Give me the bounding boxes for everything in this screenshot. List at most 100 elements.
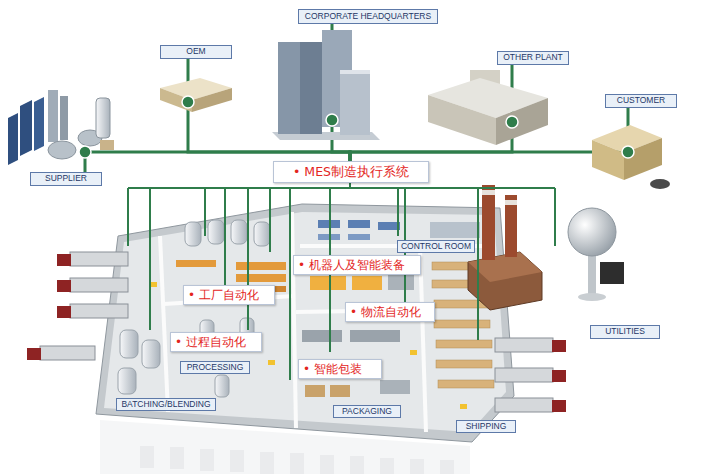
utility-tank bbox=[588, 254, 596, 296]
area-label: SUPPLIER bbox=[30, 172, 102, 186]
robot-cell bbox=[310, 276, 346, 290]
control-desk bbox=[430, 222, 480, 238]
area-label: OTHER PLANT bbox=[497, 51, 569, 65]
area-label: CONTROL ROOM bbox=[397, 240, 475, 253]
utility-tank bbox=[568, 208, 624, 301]
truck bbox=[495, 398, 553, 412]
network-node bbox=[622, 146, 634, 158]
supplier-refinery bbox=[34, 97, 44, 151]
customer-building bbox=[592, 125, 670, 189]
storage-rack bbox=[436, 360, 492, 368]
forklift bbox=[410, 350, 417, 355]
network-wire bbox=[269, 188, 271, 252]
area-label: PACKAGING bbox=[333, 405, 401, 418]
floor-reflection bbox=[320, 455, 334, 474]
headquarters-tower bbox=[340, 70, 370, 135]
factory-building bbox=[96, 204, 514, 442]
process-tank bbox=[254, 222, 270, 246]
truck bbox=[495, 338, 553, 352]
forklift bbox=[150, 282, 157, 287]
other-plant-building bbox=[428, 70, 548, 145]
customer-building bbox=[592, 140, 624, 180]
floor-reflection bbox=[440, 460, 454, 474]
feature-callout: • MES制造执行系统 bbox=[273, 161, 429, 183]
network-node bbox=[79, 146, 91, 158]
utility-tank bbox=[600, 262, 624, 284]
truck bbox=[70, 304, 128, 318]
robot-cell bbox=[176, 260, 216, 267]
truck bbox=[70, 252, 128, 266]
network-wire bbox=[127, 188, 129, 246]
area-label: SHIPPING bbox=[456, 420, 516, 433]
utility-tank bbox=[578, 293, 606, 301]
network-wire bbox=[128, 187, 555, 189]
control-desk bbox=[378, 222, 400, 230]
process-tank bbox=[118, 368, 136, 394]
floor-reflection bbox=[290, 453, 304, 474]
packaging-line bbox=[380, 380, 410, 394]
robot-cell bbox=[352, 276, 382, 290]
headquarters-tower bbox=[278, 42, 322, 134]
label-text: UTILITIES bbox=[605, 327, 645, 336]
storage-rack bbox=[434, 320, 490, 328]
area-label: CORPORATE HEADQUARTERS bbox=[298, 9, 438, 24]
network-wire bbox=[149, 188, 151, 330]
feature-callout: • 过程自动化 bbox=[170, 332, 262, 352]
label-text: • MES制造执行系统 bbox=[293, 164, 409, 180]
area-label: OEM bbox=[160, 45, 232, 59]
headquarters-tower bbox=[272, 30, 380, 140]
truck bbox=[552, 370, 566, 382]
supplier-refinery bbox=[48, 141, 76, 159]
power-plant bbox=[468, 185, 542, 310]
network-wire bbox=[289, 188, 291, 380]
packaging-line bbox=[305, 385, 325, 397]
label-text: • 物流自动化 bbox=[350, 305, 421, 320]
factory-building bbox=[104, 212, 506, 432]
floor-reflection bbox=[260, 452, 274, 474]
process-tank bbox=[215, 375, 229, 397]
floor-reflection bbox=[230, 450, 244, 472]
network-wire bbox=[247, 188, 249, 330]
interior-wall bbox=[160, 236, 168, 412]
label-text: • 智能包装 bbox=[303, 362, 362, 377]
storage-rack bbox=[436, 340, 492, 348]
robot-cell bbox=[236, 262, 286, 270]
label-text: SHIPPING bbox=[466, 422, 507, 431]
customer-building bbox=[650, 179, 670, 189]
floor-reflection bbox=[380, 458, 394, 474]
supplier-refinery bbox=[60, 96, 68, 140]
area-label: CUSTOMER bbox=[605, 94, 677, 108]
label-text: BATCHING/BLENDING bbox=[121, 400, 210, 409]
storage-rack bbox=[438, 380, 494, 388]
area-label: PROCESSING bbox=[180, 361, 250, 374]
customer-building bbox=[624, 138, 662, 180]
network-wire bbox=[404, 188, 406, 320]
label-text: SUPPLIER bbox=[45, 174, 87, 183]
oem-building bbox=[192, 88, 232, 112]
power-plant bbox=[505, 200, 517, 205]
forklift bbox=[268, 360, 275, 365]
power-plant bbox=[482, 185, 495, 260]
floor-reflection bbox=[200, 449, 214, 471]
network-node bbox=[506, 116, 518, 128]
supplier-refinery bbox=[96, 98, 110, 138]
network-wire bbox=[477, 188, 479, 340]
supplier-refinery bbox=[8, 90, 114, 165]
supplier-refinery bbox=[20, 100, 32, 156]
truck bbox=[27, 252, 566, 412]
supplier-refinery bbox=[8, 113, 18, 165]
truck bbox=[552, 400, 566, 412]
packaging-line bbox=[350, 330, 400, 342]
area-label: BATCHING/BLENDING bbox=[116, 398, 216, 411]
feature-callout: • 机器人及智能装备 bbox=[293, 255, 421, 275]
truck bbox=[40, 346, 95, 360]
label-text: CUSTOMER bbox=[617, 96, 666, 105]
network-node bbox=[79, 96, 634, 158]
network-wire bbox=[128, 183, 555, 380]
process-tank bbox=[120, 330, 138, 358]
network-wire bbox=[554, 188, 556, 246]
floor-reflection bbox=[140, 446, 154, 468]
label-text: OEM bbox=[186, 47, 205, 56]
